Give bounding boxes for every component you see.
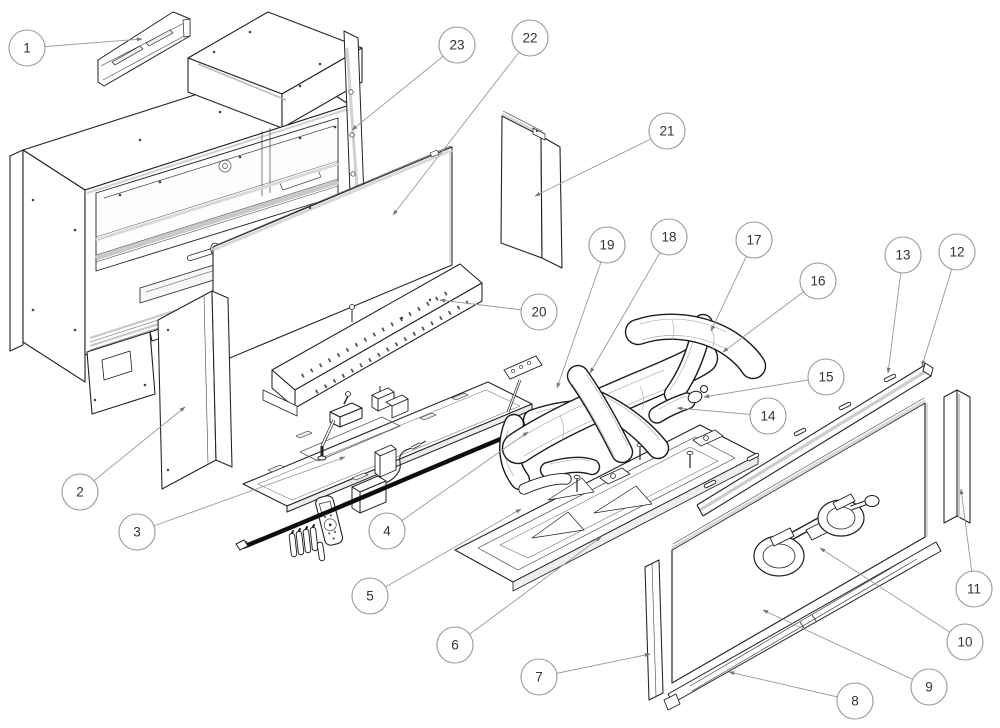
gas-valve-drawing <box>317 391 363 461</box>
side-trim-drawing <box>644 559 664 701</box>
callout-12: 12 <box>938 233 976 271</box>
pilot-assembly-drawing <box>503 355 543 413</box>
callout-15: 15 <box>807 358 845 396</box>
svg-text:15: 15 <box>818 370 833 385</box>
svg-text:12: 12 <box>949 245 964 260</box>
callout-13: 13 <box>884 236 922 274</box>
control-tray-drawing <box>242 381 533 513</box>
callout-23: 23 <box>438 26 476 64</box>
remote-control-drawing <box>315 495 344 546</box>
svg-text:21: 21 <box>659 124 674 139</box>
log-set-drawing <box>499 313 767 495</box>
callout-4: 4 <box>368 512 406 550</box>
side-channel-drawing <box>943 389 971 524</box>
callout-11: 11 <box>955 570 993 608</box>
svg-text:8: 8 <box>851 694 859 709</box>
svg-text:4: 4 <box>383 524 391 539</box>
svg-text:22: 22 <box>522 31 537 46</box>
callout-balloons: 1 2 3 4 5 6 7 8 9 10 11 12 13 14 15 16 1… <box>8 19 993 720</box>
svg-text:20: 20 <box>531 305 546 320</box>
callout-8: 8 <box>836 682 874 720</box>
callout-17: 17 <box>735 221 773 259</box>
lifter-handle-knob <box>864 494 880 508</box>
svg-text:5: 5 <box>366 589 374 604</box>
callout-19: 19 <box>588 226 626 264</box>
svg-text:14: 14 <box>760 409 776 424</box>
svg-text:17: 17 <box>746 233 761 248</box>
callout-16: 16 <box>799 262 837 300</box>
svg-text:19: 19 <box>599 238 614 253</box>
svg-text:11: 11 <box>967 582 981 597</box>
svg-text:9: 9 <box>925 680 933 695</box>
callout-10: 10 <box>946 623 984 661</box>
callout-7: 7 <box>520 658 558 696</box>
svg-text:6: 6 <box>451 638 459 653</box>
batteries-drawing <box>288 524 326 562</box>
callout-18: 18 <box>650 218 688 256</box>
top-rail-drawing <box>696 362 934 517</box>
svg-text:18: 18 <box>661 230 676 245</box>
callout-9: 9 <box>910 668 948 706</box>
svg-text:23: 23 <box>449 38 464 53</box>
suction-lifter-drawing <box>753 493 880 577</box>
callout-2: 2 <box>61 473 99 511</box>
svg-text:10: 10 <box>957 635 972 650</box>
stud-drawing <box>573 442 694 492</box>
log-14-drawing <box>648 392 696 424</box>
callout-21: 21 <box>648 112 686 150</box>
svg-text:3: 3 <box>133 525 141 540</box>
small-log-drawing <box>518 456 601 495</box>
gas-hose-drawing <box>235 355 543 551</box>
callout-22: 22 <box>511 19 549 57</box>
log-17-drawing <box>624 313 767 405</box>
callout-5: 5 <box>351 577 389 615</box>
wood-chip-15-drawing <box>687 385 708 404</box>
callout-20: 20 <box>520 293 558 331</box>
adapter-cable-drawing <box>385 447 413 484</box>
solenoid-blocks-drawing <box>371 386 409 419</box>
svg-text:13: 13 <box>895 248 910 263</box>
svg-text:16: 16 <box>810 274 825 289</box>
callout-6: 6 <box>436 626 474 664</box>
latch-drawing <box>599 429 724 485</box>
front-frame-drawing <box>343 30 365 199</box>
front-log-drawing <box>566 364 634 464</box>
svg-text:1: 1 <box>23 41 31 56</box>
rear-panel-drawing <box>500 110 563 269</box>
inner-side-panel-drawing <box>157 290 233 490</box>
rail-screws-drawing <box>703 373 897 489</box>
svg-text:7: 7 <box>535 670 543 685</box>
callout-3: 3 <box>118 513 156 551</box>
svg-text:2: 2 <box>76 485 84 500</box>
callout-1: 1 <box>8 29 46 67</box>
side-glass-sheet-drawing <box>212 145 453 366</box>
top-bracket-drawing <box>97 11 191 87</box>
callout-14: 14 <box>749 397 787 435</box>
ember-strip-drawing <box>262 263 483 417</box>
